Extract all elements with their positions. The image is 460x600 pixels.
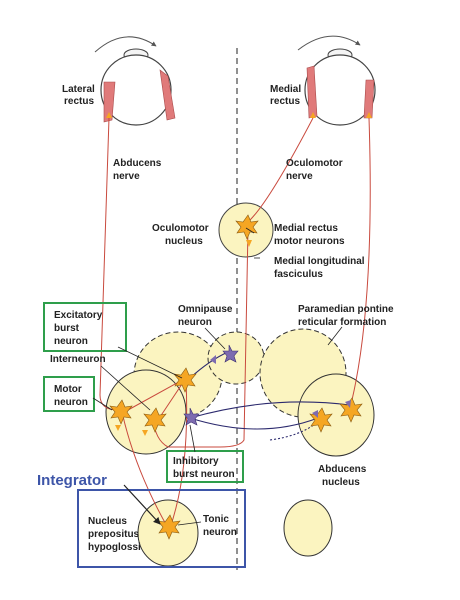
abducens-nucleus-label-2: nucleus	[322, 477, 360, 488]
lateral-rectus-label-1: Lateral	[62, 84, 95, 95]
mlf-label-2: fasciculus	[274, 269, 323, 280]
dotted-pathway	[269, 421, 319, 441]
motor-neuron-box	[43, 376, 95, 412]
excitatory-leader	[117, 346, 183, 379]
inhibitory-label-1: Inhibitory	[173, 456, 219, 467]
oculomotor-nerve-label-2: nerve	[286, 171, 313, 182]
right-nucleus-prepositus-hypoglossi	[283, 499, 333, 557]
integrator-label: Integrator	[37, 472, 107, 489]
medial-rectus-label-1: Medial	[270, 84, 301, 95]
right-eyeball	[304, 54, 376, 126]
omnipause-leader	[204, 327, 226, 350]
abducens-nerve-label-1: Abducens	[113, 158, 162, 169]
motor-leader	[92, 397, 113, 411]
omnipause-label-1: Omnipause	[178, 304, 233, 315]
medial-rectus-motor-leader	[245, 227, 255, 234]
motor-label-1: Motor	[54, 384, 82, 395]
leader-lines	[92, 227, 343, 526]
tonic-label-2: neuron	[203, 527, 237, 538]
oculomotor-nerve-label-1: Oculomotor	[286, 158, 343, 169]
omnipause-label-2: neuron	[178, 317, 212, 328]
right-abducens-terminal	[366, 112, 372, 118]
left-abducens-nucleus	[105, 369, 187, 455]
abducens-nerve-label-2: nerve	[113, 171, 140, 182]
medial-rectus-motor-label-2: motor neurons	[274, 236, 345, 247]
interneuron-label: Interneuron	[50, 354, 106, 365]
inhibitory-burst-projection-2	[189, 401, 351, 419]
right-interneuron-icon	[339, 397, 363, 423]
motor-neuron-icon	[109, 399, 133, 425]
right-abducens-nucleus	[297, 373, 375, 457]
integrator-arrow	[123, 484, 161, 525]
left-eye-rotation-arrow	[94, 36, 157, 53]
medial-rectus-motor-neuron-icon	[235, 214, 259, 240]
omnipause-neuron-icon	[222, 344, 239, 363]
oculomotor-nucleus-label-1: Oculomotor	[152, 223, 209, 234]
right-motor-neuron-icon	[309, 407, 333, 433]
right-eye-rotation-arrow	[297, 35, 361, 51]
left-eyeball	[100, 54, 172, 126]
left-eye	[94, 36, 176, 126]
motor-label-2: neuron	[54, 397, 88, 408]
inhibitory-burst-neuron-icon	[183, 407, 200, 426]
oculomotor-nerve-pathway	[249, 117, 314, 221]
integrator-to-burst-pathway	[169, 379, 188, 529]
motor-terminal	[115, 425, 121, 431]
inhibitory-label-2: burst neuron	[173, 469, 235, 480]
npH-label-1: Nucleus	[88, 516, 127, 527]
lateral-rectus-label-2: rectus	[64, 96, 94, 107]
excitatory-label-2: burst	[54, 323, 80, 334]
excitatory-label-3: neuron	[54, 336, 88, 347]
medial-rectus-label-2: rectus	[270, 96, 300, 107]
medial-rectus-muscle	[306, 65, 318, 119]
tonic-leader	[177, 521, 202, 526]
abducens-nucleus-label-1: Abducens	[318, 464, 367, 475]
excitatory-label-1: Excitatory	[54, 310, 103, 321]
npH-label-2: prepositus	[88, 529, 140, 540]
mlf-label-1: Medial longitudinal	[274, 256, 365, 267]
inhibitory-terminal-1	[312, 410, 318, 418]
integrator-box	[77, 489, 246, 568]
inhibitory-burst-projection	[189, 417, 319, 430]
left-medial-rectus-muscle	[159, 69, 176, 121]
integrator-to-motor-pathway	[121, 411, 169, 529]
excitatory-pathways	[99, 117, 371, 529]
right-eye	[297, 35, 376, 126]
interneuron-terminal	[142, 430, 148, 436]
mlf-terminal	[246, 240, 252, 247]
omnipause-terminal	[210, 355, 216, 364]
pprf-label-2: reticular formation	[298, 317, 386, 328]
neurons	[109, 214, 363, 540]
pprf-leader	[327, 326, 343, 346]
pprf-label-1: Paramedian pontine	[298, 304, 394, 315]
lateral-rectus-muscle	[103, 81, 116, 123]
interneuron-icon	[143, 407, 167, 433]
interneuron-leader	[100, 365, 151, 411]
medial-rectus-motor-label-1: Medial rectus	[274, 223, 338, 234]
oculomotor-nucleus-label-2: nucleus	[165, 236, 203, 247]
inhibitory-leader	[189, 424, 196, 453]
abducens-terminal	[106, 112, 112, 118]
oculomotor-terminal	[310, 112, 316, 118]
inhibitory-terminal-2	[345, 400, 351, 408]
npH-label-3: hypoglossi	[88, 542, 141, 553]
inhibitory-burst-box	[166, 450, 244, 483]
excitatory-burst-box	[43, 302, 127, 352]
right-abducens-pathway	[351, 117, 371, 401]
tonic-label-1: Tonic	[203, 514, 229, 525]
